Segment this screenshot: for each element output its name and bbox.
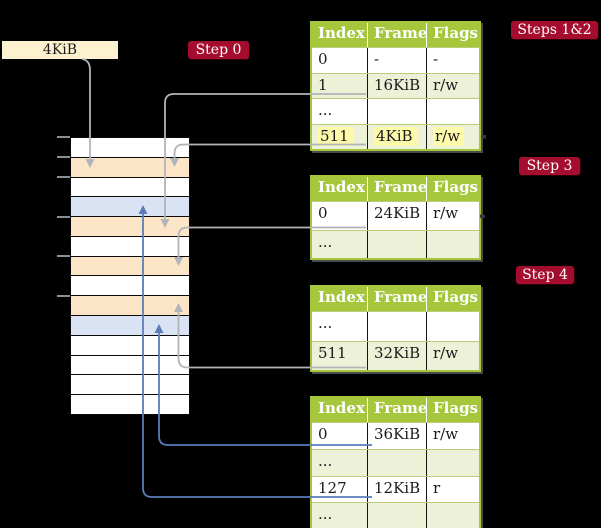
physical-memory-column — [70, 137, 190, 415]
cell-frame: 32KiB — [367, 341, 426, 370]
memory-frame-row-10 — [71, 335, 189, 356]
page-table-level-3: Index Frame Flags ... 511 32KiB r/w — [310, 285, 481, 372]
highlight: 511 — [318, 126, 353, 146]
cell-frame — [367, 312, 426, 341]
cell-index: 0 — [318, 425, 328, 443]
memory-frame-row-12 — [71, 375, 189, 396]
badge-step-4: Step 4 — [516, 266, 574, 284]
table-header-row: Index Frame Flags — [312, 23, 479, 47]
cell-flags — [426, 503, 478, 528]
memory-frame-row-8 — [71, 296, 189, 317]
memory-frame-row-4 — [71, 217, 189, 237]
cell-frame: 4KiB — [367, 124, 426, 149]
cell-flags: - — [426, 48, 478, 73]
memory-frame-row-3 — [71, 197, 189, 218]
cell-index: 127 — [318, 478, 347, 497]
badge-steps-1-2: Steps 1&2 — [511, 21, 598, 39]
column-header-flags: Flags — [426, 398, 478, 422]
table-row: ... — [312, 311, 479, 341]
table-row: ... — [312, 448, 479, 476]
cell-index: 511 — [318, 343, 347, 362]
cell-frame: 36KiB — [367, 423, 426, 449]
table-row: 0 36KiB r/w — [312, 422, 479, 449]
memory-tick-mark — [57, 136, 70, 138]
column-header-flags: Flags — [426, 287, 478, 311]
table-header-row: Index Frame Flags — [312, 177, 479, 201]
cell-flags: r/w — [426, 73, 478, 98]
cell-index: 511 — [312, 125, 367, 150]
cell-frame — [367, 503, 426, 528]
cell-index: ... — [318, 232, 333, 251]
column-header-frame: Frame — [367, 177, 427, 201]
memory-tick-mark — [57, 215, 70, 218]
table-row: 127 12KiB r — [312, 475, 479, 503]
column-header-index: Index — [318, 399, 365, 417]
page-table-level-2: Index Frame Flags 0 24KiB r/w ... — [310, 175, 481, 260]
cell-index: 1 — [318, 75, 328, 94]
cell-flags: r/w — [426, 124, 478, 149]
cell-index: ... — [318, 505, 333, 524]
column-header-frame: Frame — [367, 398, 427, 422]
memory-frame-row-7 — [71, 276, 189, 297]
cell-flags — [426, 312, 478, 341]
memory-frame-row-9 — [71, 316, 189, 336]
memory-frame-row-5 — [71, 236, 189, 257]
table-row: 0 24KiB r/w — [312, 201, 479, 230]
badge-step-3: Step 3 — [519, 157, 580, 175]
memory-tick-mark — [57, 295, 70, 297]
table1-side-dash — [481, 135, 486, 139]
page-table-level-1: Index Frame Flags 0 - - 1 16KiB r/w ... … — [310, 21, 481, 151]
highlight: 4KiB — [374, 126, 417, 146]
cell-frame: - — [367, 48, 426, 73]
frame-size-label: 4KiB — [2, 41, 118, 59]
table-header-row: Index Frame Flags — [312, 398, 479, 422]
column-header-index: Index — [318, 24, 365, 42]
table-row: ... — [312, 502, 479, 528]
memory-tick-mark — [57, 255, 70, 257]
cell-frame — [367, 230, 426, 258]
cell-frame: 24KiB — [367, 202, 426, 230]
cell-frame: 12KiB — [367, 476, 426, 503]
highlight: r/w — [433, 126, 465, 146]
column-header-flags: Flags — [426, 177, 478, 201]
table-row: 0 - - — [312, 47, 479, 73]
cell-flags: r — [426, 476, 478, 503]
cell-flags: r/w — [426, 202, 478, 230]
column-header-index: Index — [318, 178, 365, 196]
memory-tick-mark — [57, 156, 70, 158]
table-row: ... — [312, 98, 479, 124]
column-header-frame: Frame — [367, 287, 427, 311]
column-header-flags: Flags — [426, 23, 478, 47]
column-header-index: Index — [318, 288, 365, 306]
badge-step-0: Step 0 — [188, 41, 249, 59]
cell-index: 0 — [318, 50, 328, 68]
cell-flags — [426, 230, 478, 258]
memory-tick-mark — [57, 176, 70, 178]
cell-flags: r/w — [426, 341, 478, 370]
cell-index: 0 — [318, 204, 328, 222]
cell-flags: r/w — [426, 423, 478, 449]
table-row: 511 32KiB r/w — [312, 340, 479, 370]
memory-frame-row-0 — [71, 138, 189, 158]
cell-index: ... — [318, 314, 333, 332]
cell-frame — [367, 449, 426, 476]
cell-flags — [426, 449, 478, 476]
table-row: 1 16KiB r/w — [312, 72, 479, 98]
cell-index: ... — [318, 451, 333, 470]
memory-frame-row-2 — [71, 177, 189, 198]
cell-flags — [426, 99, 478, 124]
table-header-row: Index Frame Flags — [312, 287, 479, 311]
memory-frame-row-11 — [71, 355, 189, 376]
cell-index: ... — [318, 101, 333, 119]
memory-frame-row-1 — [71, 157, 189, 178]
cell-frame — [367, 99, 426, 124]
memory-frame-row-13 — [71, 395, 189, 414]
memory-frame-row-6 — [71, 256, 189, 277]
table-row-highlighted: 511 4KiB r/w — [312, 123, 479, 150]
table-row: ... — [312, 229, 479, 258]
page-table-level-4: Index Frame Flags 0 36KiB r/w ... 127 12… — [310, 396, 481, 528]
column-header-frame: Frame — [367, 23, 427, 47]
cell-frame: 16KiB — [367, 73, 426, 98]
